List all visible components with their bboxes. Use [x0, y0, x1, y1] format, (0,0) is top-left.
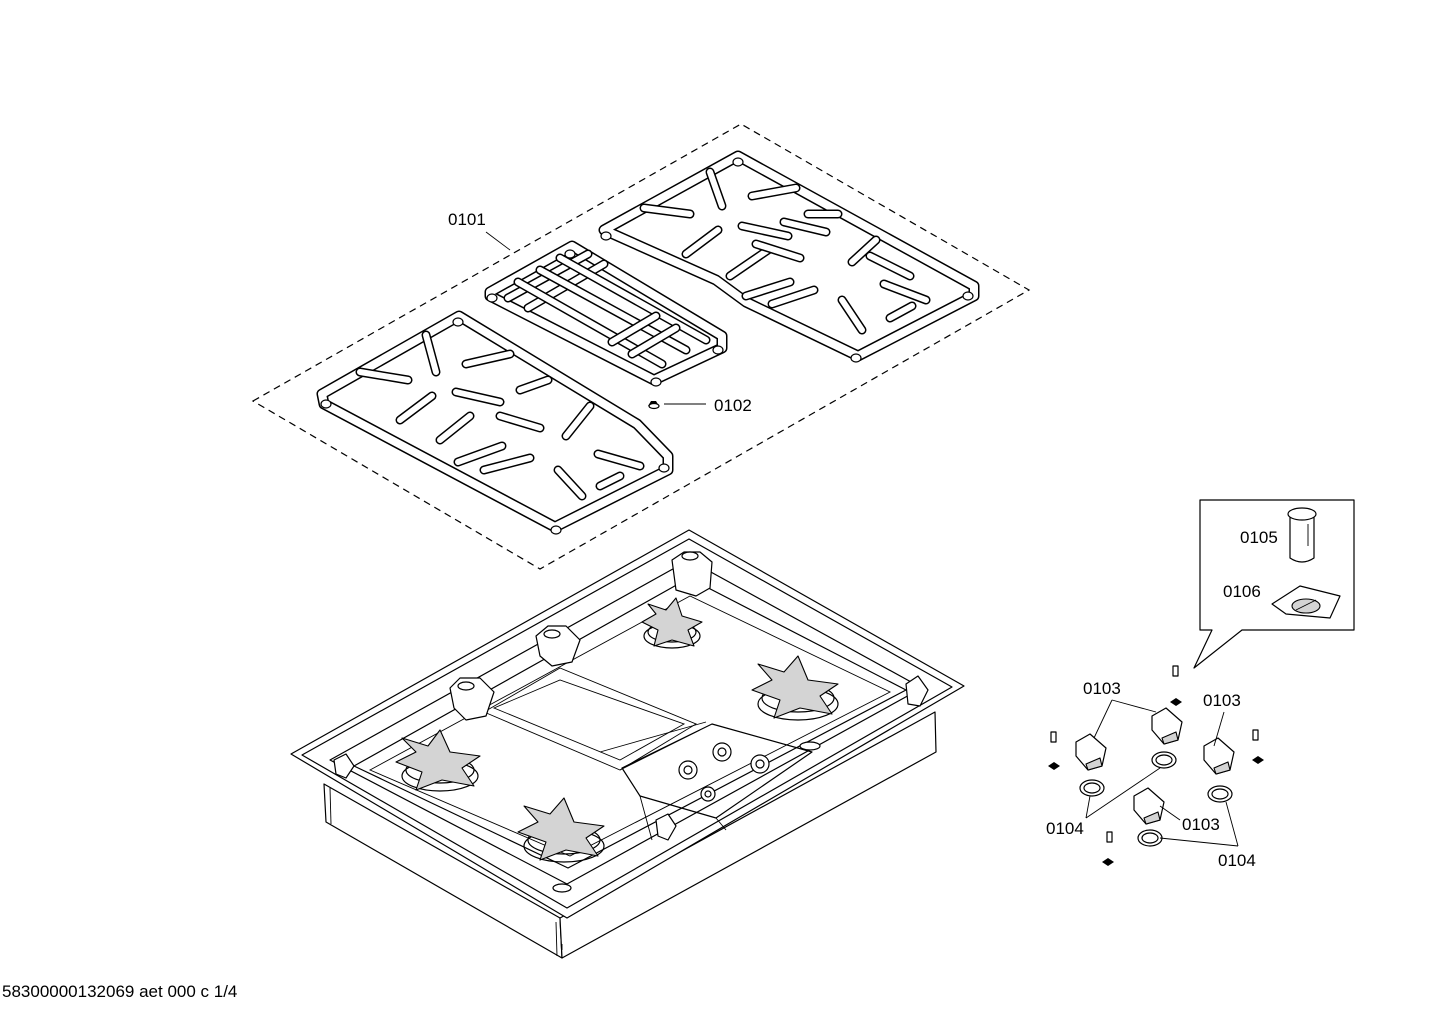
burner-front-right	[517, 797, 605, 863]
knob-insert-part	[1287, 507, 1317, 563]
right-grate	[598, 150, 980, 363]
middle-grate	[484, 240, 728, 387]
label-knob-bottom: 0103	[1182, 815, 1220, 834]
control-knob	[1203, 737, 1235, 775]
burner-back-right	[751, 655, 839, 721]
cooktop-tray	[290, 529, 965, 959]
knob-assembly	[1048, 499, 1355, 866]
grate-support-posts	[333, 551, 929, 893]
burner-front-left	[395, 729, 481, 792]
knob-clip-part	[1271, 585, 1341, 619]
control-knob	[1075, 733, 1107, 771]
detail-callout-box	[1193, 499, 1355, 669]
label-knob-clip: 0106	[1223, 582, 1261, 601]
label-knob-left: 0103	[1083, 679, 1121, 698]
control-knob	[1151, 707, 1183, 745]
burner-back-left	[641, 597, 703, 649]
label-knob-right: 0103	[1203, 691, 1241, 710]
grates-group-outline	[251, 123, 1031, 570]
label-ring-right: 0104	[1218, 851, 1256, 870]
document-footer-code: 58300000132069 aet 000 c 1/4	[2, 982, 238, 1001]
label-knob-insert: 0105	[1240, 528, 1278, 547]
label-grate-foot: 0102	[714, 396, 752, 415]
grate-foot-part	[648, 401, 660, 410]
left-grate	[316, 310, 674, 535]
label-grates-assembly: 0101	[448, 210, 486, 229]
control-knob	[1133, 787, 1165, 825]
label-ring-left: 0104	[1046, 819, 1084, 838]
